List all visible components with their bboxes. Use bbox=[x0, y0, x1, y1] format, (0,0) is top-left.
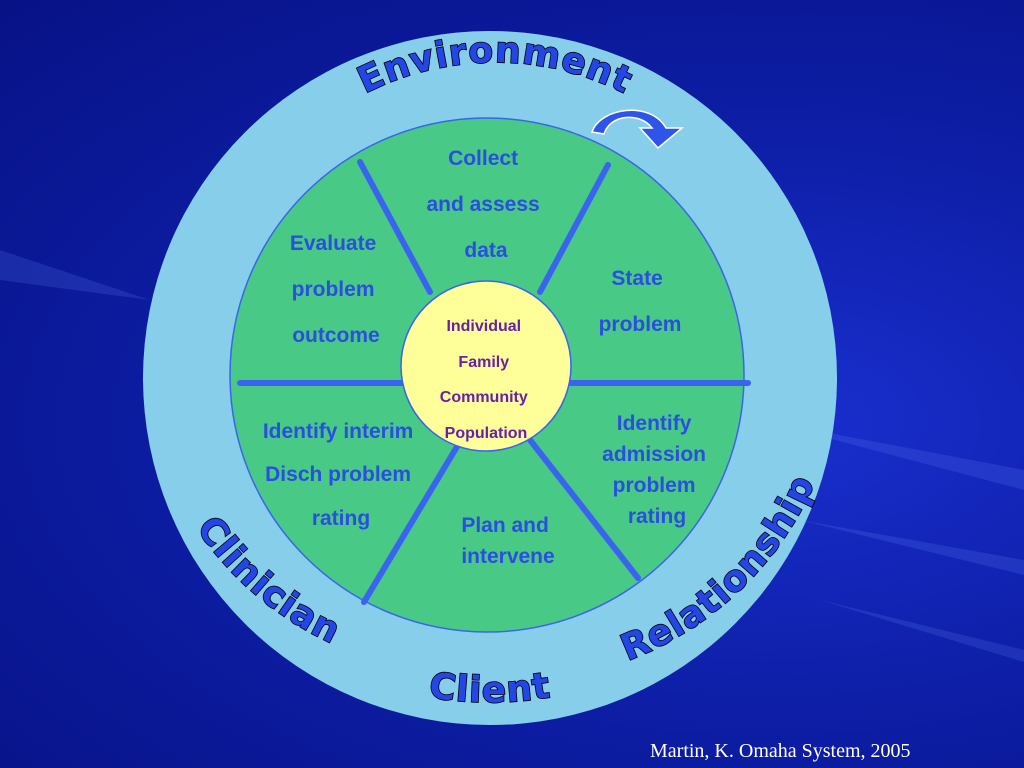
spoke-lower-left bbox=[361, 442, 461, 605]
curved-arrow-icon bbox=[591, 109, 685, 150]
ring-label-client: Client bbox=[427, 665, 553, 711]
spoke-upper-left bbox=[357, 159, 433, 295]
segment-plan-intervene: Plan and intervene bbox=[461, 514, 554, 568]
citation: Martin, K. Omaha System, 2005 bbox=[650, 740, 911, 762]
center-labels: Individual Family Community Population bbox=[440, 318, 532, 442]
spokes bbox=[237, 159, 751, 605]
segment-identify-admission: Identify admission problem rating bbox=[602, 412, 712, 528]
segment-state-problem: State problem bbox=[599, 267, 682, 336]
spoke-upper-right bbox=[537, 162, 611, 295]
spoke-lower-right bbox=[527, 437, 641, 581]
center-circle bbox=[400, 280, 572, 452]
segment-identify-interim: Identify interim Disch problem rating bbox=[263, 420, 419, 530]
segment-evaluate-outcome: Evaluate problem outcome bbox=[290, 232, 382, 347]
segment-collect-assess: Collect and assess data bbox=[426, 147, 545, 262]
